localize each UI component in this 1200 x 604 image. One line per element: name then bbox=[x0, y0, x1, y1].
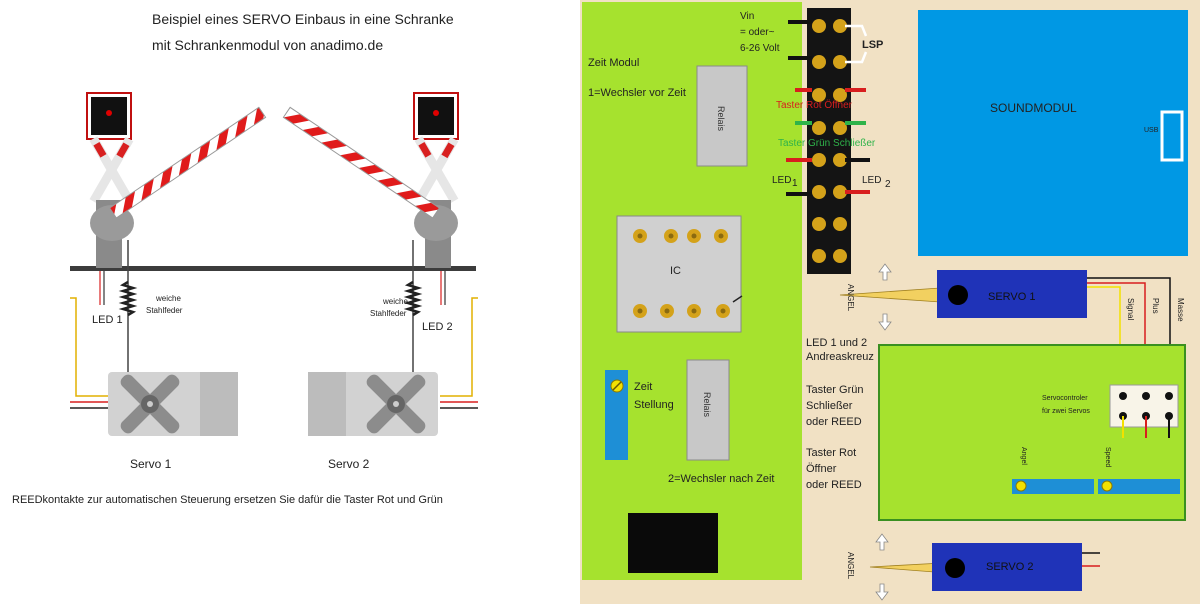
svg-text:Servocontroler: Servocontroler bbox=[1042, 395, 1088, 402]
arrow-up-icon bbox=[875, 533, 889, 551]
taster-gruen-label: Taster Grün Schließer bbox=[778, 138, 876, 149]
zeit-poti bbox=[605, 370, 628, 460]
arrow-down-icon bbox=[875, 583, 889, 601]
servo2-drawing bbox=[308, 372, 438, 436]
speed-pot bbox=[1098, 479, 1180, 494]
svg-text:SERVO 1: SERVO 1 bbox=[988, 291, 1036, 303]
svg-text:Zeit: Zeit bbox=[634, 381, 652, 393]
wechsler-vor-label: 1=Wechsler vor Zeit bbox=[588, 87, 686, 99]
svg-text:SERVO 2: SERVO 2 bbox=[986, 561, 1034, 573]
angel-pot bbox=[1012, 479, 1094, 494]
svg-text:2: 2 bbox=[885, 179, 891, 190]
soundmodul-label: SOUNDMODUL bbox=[990, 101, 1077, 115]
svg-text:Stahlfeder: Stahlfeder bbox=[146, 306, 183, 315]
led1-label: LED 1 bbox=[92, 314, 123, 326]
barrier-arm-right bbox=[282, 106, 441, 219]
terminals bbox=[812, 19, 847, 263]
svg-text:= oder~: = oder~ bbox=[740, 27, 775, 38]
servo1-module: SERVO 1 ANGEL bbox=[839, 263, 1087, 331]
svg-text:Schließer: Schließer bbox=[806, 400, 853, 412]
svg-text:Masse: Masse bbox=[1176, 298, 1185, 322]
zeit-modul-label: Zeit Modul bbox=[588, 57, 639, 69]
arrow-up-icon bbox=[878, 263, 892, 281]
svg-text:Relais: Relais bbox=[702, 392, 712, 418]
servo1-drawing bbox=[108, 372, 238, 436]
svg-text:USB: USB bbox=[1144, 127, 1159, 134]
barrier-arm-left bbox=[108, 106, 267, 219]
crossing-right: LED 2 bbox=[282, 92, 459, 333]
ic-pins bbox=[633, 229, 730, 318]
servo2-label: Servo 2 bbox=[328, 457, 370, 471]
svg-text:LED: LED bbox=[772, 175, 791, 186]
servo1-label: Servo 1 bbox=[130, 457, 172, 471]
svg-text:1: 1 bbox=[792, 178, 798, 189]
svg-text:Öffner: Öffner bbox=[806, 463, 837, 475]
svg-text:Taster Rot: Taster Rot bbox=[806, 447, 856, 459]
svg-text:Plus: Plus bbox=[1151, 298, 1160, 314]
svg-text:Taster Grün: Taster Grün bbox=[806, 384, 863, 396]
left-title: Beispiel eines SERVO Einbaus in eine Sch… bbox=[152, 11, 454, 27]
led2-label: LED 2 bbox=[422, 321, 453, 333]
spring-right bbox=[403, 280, 423, 317]
svg-text:LED: LED bbox=[862, 175, 881, 186]
left-panel: Beispiel eines SERVO Einbaus in eine Sch… bbox=[0, 0, 580, 604]
svg-text:Speed: Speed bbox=[1104, 447, 1111, 467]
svg-text:6-26 Volt: 6-26 Volt bbox=[740, 43, 780, 54]
crossing-left: LED 1 bbox=[86, 92, 267, 326]
black-component bbox=[628, 513, 718, 573]
spring-left bbox=[118, 280, 138, 317]
wechsler-nach-label: 2=Wechsler nach Zeit bbox=[668, 473, 775, 485]
ic-label: IC bbox=[670, 265, 681, 277]
lsp-label: LSP bbox=[862, 39, 883, 51]
servo2-module: SERVO 2 ANGEL bbox=[846, 533, 1100, 601]
relais-bottom bbox=[686, 359, 730, 461]
svg-text:Vin: Vin bbox=[740, 11, 754, 22]
andreaskreuz-right bbox=[414, 136, 459, 204]
taster-rot-label: Taster Rot Öffner bbox=[776, 99, 853, 111]
svg-text:ANGEL: ANGEL bbox=[846, 552, 855, 580]
svg-text:Andreaskreuz: Andreaskreuz bbox=[806, 351, 874, 363]
svg-text:weiche: weiche bbox=[382, 297, 408, 306]
arrow-down-icon bbox=[878, 313, 892, 331]
left-subtitle: mit Schrankenmodul von anadimo.de bbox=[152, 37, 383, 53]
svg-text:Stahlfeder: Stahlfeder bbox=[370, 309, 407, 318]
servo-header bbox=[1109, 384, 1179, 428]
svg-text:LED 1 und 2: LED 1 und 2 bbox=[806, 337, 867, 349]
soundmodul bbox=[918, 10, 1188, 256]
svg-text:Relais: Relais bbox=[716, 106, 726, 132]
svg-text:für zwei Servos: für zwei Servos bbox=[1042, 408, 1090, 415]
svg-text:Signal: Signal bbox=[1126, 298, 1135, 320]
right-panel: Zeit Modul 1=Wechsler vor Zeit Relais IC… bbox=[580, 0, 1200, 604]
svg-text:weiche: weiche bbox=[155, 294, 181, 303]
ground-line bbox=[70, 266, 476, 271]
svg-text:oder REED: oder REED bbox=[806, 479, 862, 491]
relais-top bbox=[696, 65, 748, 167]
reed-note: REEDkontakte zur automatischen Steuerung… bbox=[12, 494, 443, 506]
svg-text:Angel: Angel bbox=[1020, 447, 1027, 465]
svg-text:ANGEL: ANGEL bbox=[846, 284, 855, 312]
svg-text:Stellung: Stellung bbox=[634, 399, 674, 411]
svg-text:oder REED: oder REED bbox=[806, 416, 862, 428]
andreaskreuz-left bbox=[89, 136, 134, 204]
usb-port bbox=[1160, 110, 1184, 162]
